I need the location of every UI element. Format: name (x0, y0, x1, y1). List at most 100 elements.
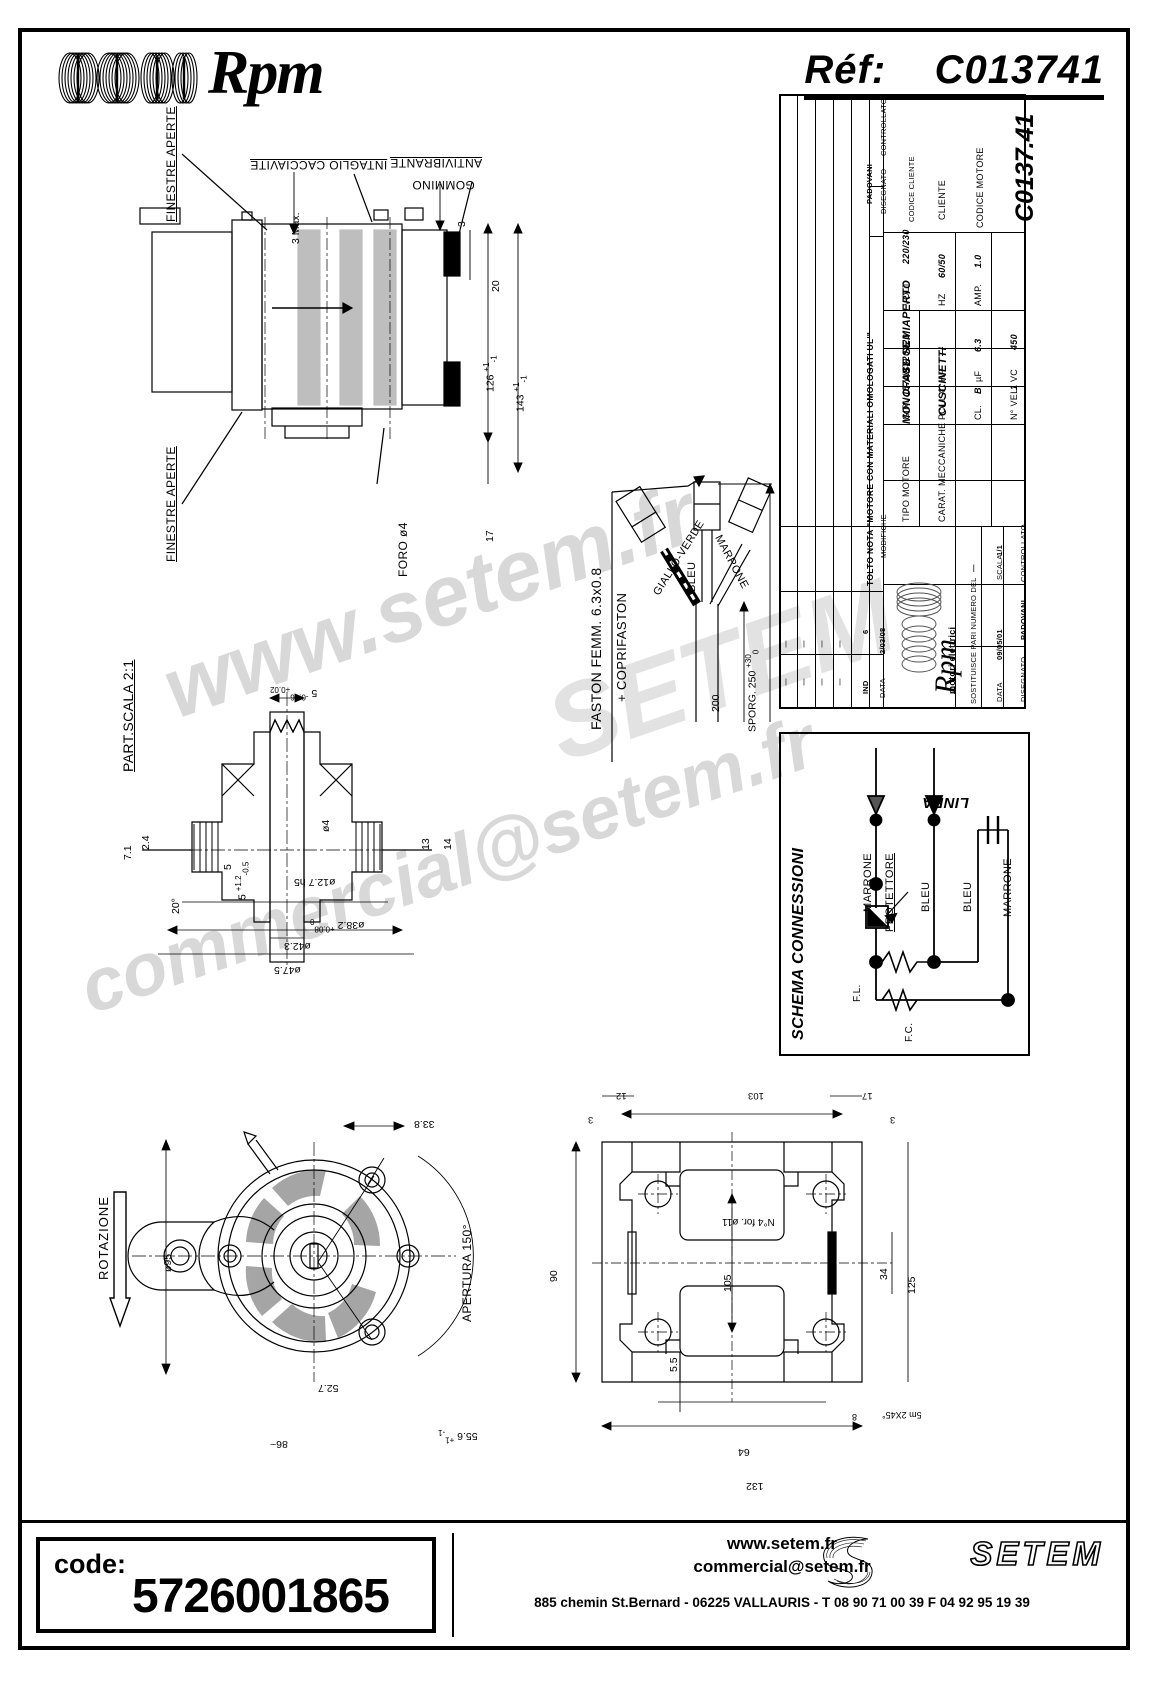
hp-label: HP (937, 368, 947, 382)
setem-logo-text: SETEM (970, 1534, 1104, 1573)
schema-connessioni-diagram (865, 748, 1015, 1013)
controllato-label: CONTROLLATO (879, 98, 888, 156)
dim-200: 200 (710, 694, 722, 712)
schema-fl-contact: F.L. (852, 984, 863, 1002)
schema-marrone-1: MARRONE (862, 852, 874, 912)
note-finestre-aperte-bottom: FINESTRE APERTE (164, 446, 178, 562)
dim-103: 103 (748, 1090, 764, 1101)
base-view-drawing (571, 1095, 909, 1431)
vc-label: VC (1009, 368, 1019, 382)
dim-phi38-2: ø38.2 +0.080 (310, 917, 365, 934)
dim-126: 126 +1-1 (482, 355, 499, 392)
schema-bleu-2: BLEU (962, 881, 974, 912)
dim-125: 125 (906, 1276, 918, 1294)
dim-17-side: 17 (484, 530, 496, 542)
vc-value: 450 (1009, 334, 1019, 350)
setem-contact-info: www.setem.fr commercial@setem.fr 885 che… (452, 1533, 1112, 1610)
note-gommino-antivibrante-2: GOMMINO (412, 178, 475, 192)
tipo-motore-label: TIPO MOTORE (901, 455, 911, 522)
dim-33-8: 33.8 (414, 1118, 435, 1130)
dim-7-1: 7.1 (122, 845, 134, 860)
dim-phi12-7: ø12.7 h5 (294, 876, 336, 888)
dim-143: 143 +1-1 (512, 375, 529, 412)
wire-bleu: BLEU (686, 561, 698, 592)
giri-label: GIRI (901, 400, 911, 420)
rev-index-value: 6 (861, 629, 870, 634)
dim-2-4: 2.4 (140, 835, 152, 850)
dim-phi95: ø95 (162, 1253, 174, 1272)
dim-5-tol: 5 -0.06+0.02 (270, 684, 318, 702)
disegnato-value: PADOVANI (865, 163, 874, 204)
schema-title: SCHEMA CONNESSIONI (790, 847, 807, 1040)
schema-bleu-1: BLEU (920, 881, 932, 912)
company-subtitle: motori elettrici (947, 626, 957, 694)
dim-3-left: 3 (588, 1114, 594, 1125)
dim-90: 90 (548, 1270, 560, 1282)
amp-value: 1.0 (973, 254, 983, 268)
note-intaglio-cacciavite: INTAGLIO CACCIAVITE (250, 158, 388, 172)
dim-20deg: 20° (170, 898, 182, 914)
controllato-label-2: CONTROLLATO (1019, 524, 1028, 582)
carat-meccaniche-label: CARAT. MECCANICHE (937, 422, 947, 522)
drawing-sheet: www.setem.fr SETEM commercial@setem.fr (18, 28, 1130, 1650)
giri-value: 1570/1320 (901, 350, 911, 396)
dim-5-tol2: 5 +1.2-0.5 (234, 861, 251, 900)
ref-label: Réf: (804, 48, 887, 92)
poli-label: POLI (937, 398, 947, 420)
dim-5-5: 5.5 (668, 1357, 680, 1372)
codice-motore-label: CODICE MOTORE (975, 147, 985, 228)
footer: code: 5726001865 www.setem.fr commercial… (22, 1520, 1126, 1646)
dim-phi4: ø4 (320, 819, 332, 832)
apertura-label: APERTURA 150° (460, 1224, 474, 1322)
code-box: code: 5726001865 (36, 1537, 436, 1633)
sostituisce-label: SOSTITUISCE PARI NUMERO DEL (969, 577, 978, 704)
dim-phi47-5: ø47.5 (274, 964, 301, 976)
side-view-drawing (139, 153, 523, 505)
revision-note: TOLTO NOTA "MOTORE CON MATERIALI OMOLOGA… (865, 331, 875, 586)
scala-value: 1/1 (995, 544, 1004, 556)
dim-52-7: 52.7 (318, 1382, 339, 1394)
rpm-coil-logo-icon (58, 52, 198, 104)
sostituisce-value: — (969, 564, 978, 572)
dim-105: 105 (722, 1274, 734, 1292)
dim-phi42-3: ø42.3 (284, 940, 311, 952)
faston-title: FASTON FEMM. 6.3x0.8 (588, 567, 604, 730)
schema-fc-contact: F.C. (904, 1022, 915, 1042)
hole-note: N°4 for. ø11 (722, 1216, 775, 1227)
scala-label: SCALA (995, 554, 1004, 580)
cl-label: CL. (973, 405, 983, 420)
poli-value: 4 (937, 388, 947, 394)
disegnato-label: DISEGNATO (879, 168, 888, 214)
setem-website[interactable]: www.setem.fr (727, 1534, 837, 1553)
dim-64: 64 (738, 1446, 750, 1458)
dim-55-6: 55.6 +1-1 (438, 1428, 478, 1445)
nvel-value: 1 (1009, 384, 1019, 390)
company-coil-icon (896, 582, 942, 673)
watt-value: 120 (901, 334, 911, 350)
codice-motore-value: C0137.41 (1011, 113, 1039, 222)
schema-marrone-2: MARRONE (1002, 857, 1014, 917)
data-value: 09/05/01 (995, 629, 1004, 660)
dim-3max: 3 Max. (290, 212, 302, 244)
dim-86: 86~ (270, 1438, 288, 1450)
dim-14: 14 (442, 838, 454, 850)
volt-label: VOLT (901, 281, 911, 306)
code-value: 5726001865 (132, 1570, 390, 1623)
faston-view-drawing (611, 475, 775, 762)
dim-12: 12 (616, 1090, 627, 1101)
dim-34: 34 (878, 1268, 890, 1280)
faston-subtitle: + COPRIFASTON (614, 592, 629, 702)
title-block: | | | | | | | | IND 6 DATA 2/03/08 TOLTO… (779, 94, 1039, 709)
uf-value: 6.3 (973, 338, 983, 352)
detail-view-drawing (142, 692, 432, 968)
schema-linea-label: LINEA (922, 794, 969, 811)
dim-5-small: 5 (222, 864, 234, 870)
dim-chamfer: 5m 2X45° (882, 1410, 922, 1420)
setem-email[interactable]: commercial@setem.fr (693, 1556, 871, 1576)
detail-view-title: PART.SCALA 2:1 (120, 659, 136, 772)
code-label: code: (54, 1549, 127, 1579)
data-label-2: DATA (995, 682, 1004, 702)
hp-value: — (937, 346, 947, 356)
setem-swirl-icon (823, 1536, 873, 1588)
uf-label: µF (973, 370, 983, 382)
